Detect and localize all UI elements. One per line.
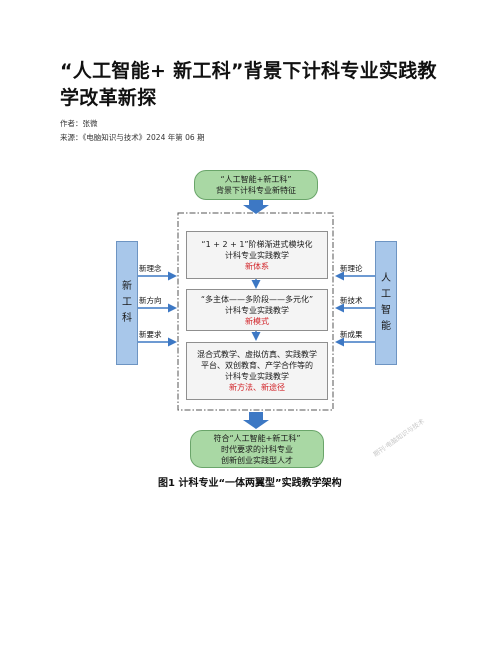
inner-box-system: “1 + 2 + 1”阶梯渐进式模块化 计科专业实践教学 新体系 (186, 231, 328, 279)
inner-2-highlight: 新模式 (245, 316, 269, 326)
inner-box-methods: 混合式教学、虚拟仿真、实践教学 平台、双创教育、产学合作等的 计科专业实践教学 … (186, 342, 328, 400)
inner-box-mode: “多主体——多阶段——多元化” 计科专业实践教学 新模式 (186, 289, 328, 331)
inner-1-line-1: “1 + 2 + 1”阶梯渐进式模块化 (201, 239, 313, 249)
inner-3-line-2: 平台、双创教育、产学合作等的 (201, 361, 313, 370)
inner-3-line-3: 计科专业实践教学 (225, 372, 289, 381)
inner-2-line-2: 计科专业实践教学 (225, 305, 289, 315)
left-label-2: 新方向 (139, 296, 162, 305)
right-bar-ai: 人工智能 (375, 241, 397, 365)
right-label-2: 新技术 (340, 296, 363, 305)
inner-3-line-1: 混合式教学、虚拟仿真、实践教学 (197, 350, 317, 359)
bottom-box-line-2: 时代要求的计科专业 (221, 444, 293, 454)
left-bar-label: 新工科 (122, 281, 132, 324)
left-bar-new-engineering: 新工科 (116, 241, 138, 365)
figure-caption: 图1 计科专业“一体两翼型”实践教学架构 (158, 478, 342, 489)
top-box-line-2: 背景下计科专业新特征 (216, 186, 296, 195)
inner-1-line-2: 计科专业实践教学 (225, 250, 289, 260)
top-box-line-1: “人工智能+新工科” (220, 175, 292, 184)
article-title: “人工智能+ 新工科”背景下计科专业实践教学改革新探 (60, 60, 437, 109)
right-label-1: 新理论 (340, 264, 363, 273)
bottom-box-line-3: 创新创业实践型人才 (221, 455, 293, 465)
bottom-talent-box: 符合“人工智能+新工科” 时代要求的计科专业 创新创业实践型人才 (190, 430, 324, 468)
arrow-down-bottom (243, 412, 269, 429)
left-label-1: 新理念 (139, 264, 162, 273)
architecture-figure: “人工智能+新工科” 背景下计科专业新特征 新工科 人工智能 新理念 新方向 新… (110, 168, 426, 493)
bottom-box-line-1: 符合“人工智能+新工科” (213, 433, 301, 443)
inner-3-highlight: 新方法、新途径 (229, 383, 285, 392)
inner-1-highlight: 新体系 (245, 261, 269, 271)
figure-connectors (137, 198, 375, 429)
inner-2-line-1: “多主体——多阶段——多元化” (200, 294, 314, 304)
author-line: 作者：张微 (60, 119, 98, 128)
top-feature-box: “人工智能+新工科” 背景下计科专业新特征 (194, 170, 318, 200)
arrow-down-top (243, 198, 269, 214)
left-label-3: 新要求 (139, 330, 162, 339)
right-label-3: 新成果 (340, 330, 363, 339)
right-bar-label: 人工智能 (381, 273, 391, 332)
source-line: 来源：《电脑知识与技术》2024 年第 06 期 (60, 133, 205, 142)
